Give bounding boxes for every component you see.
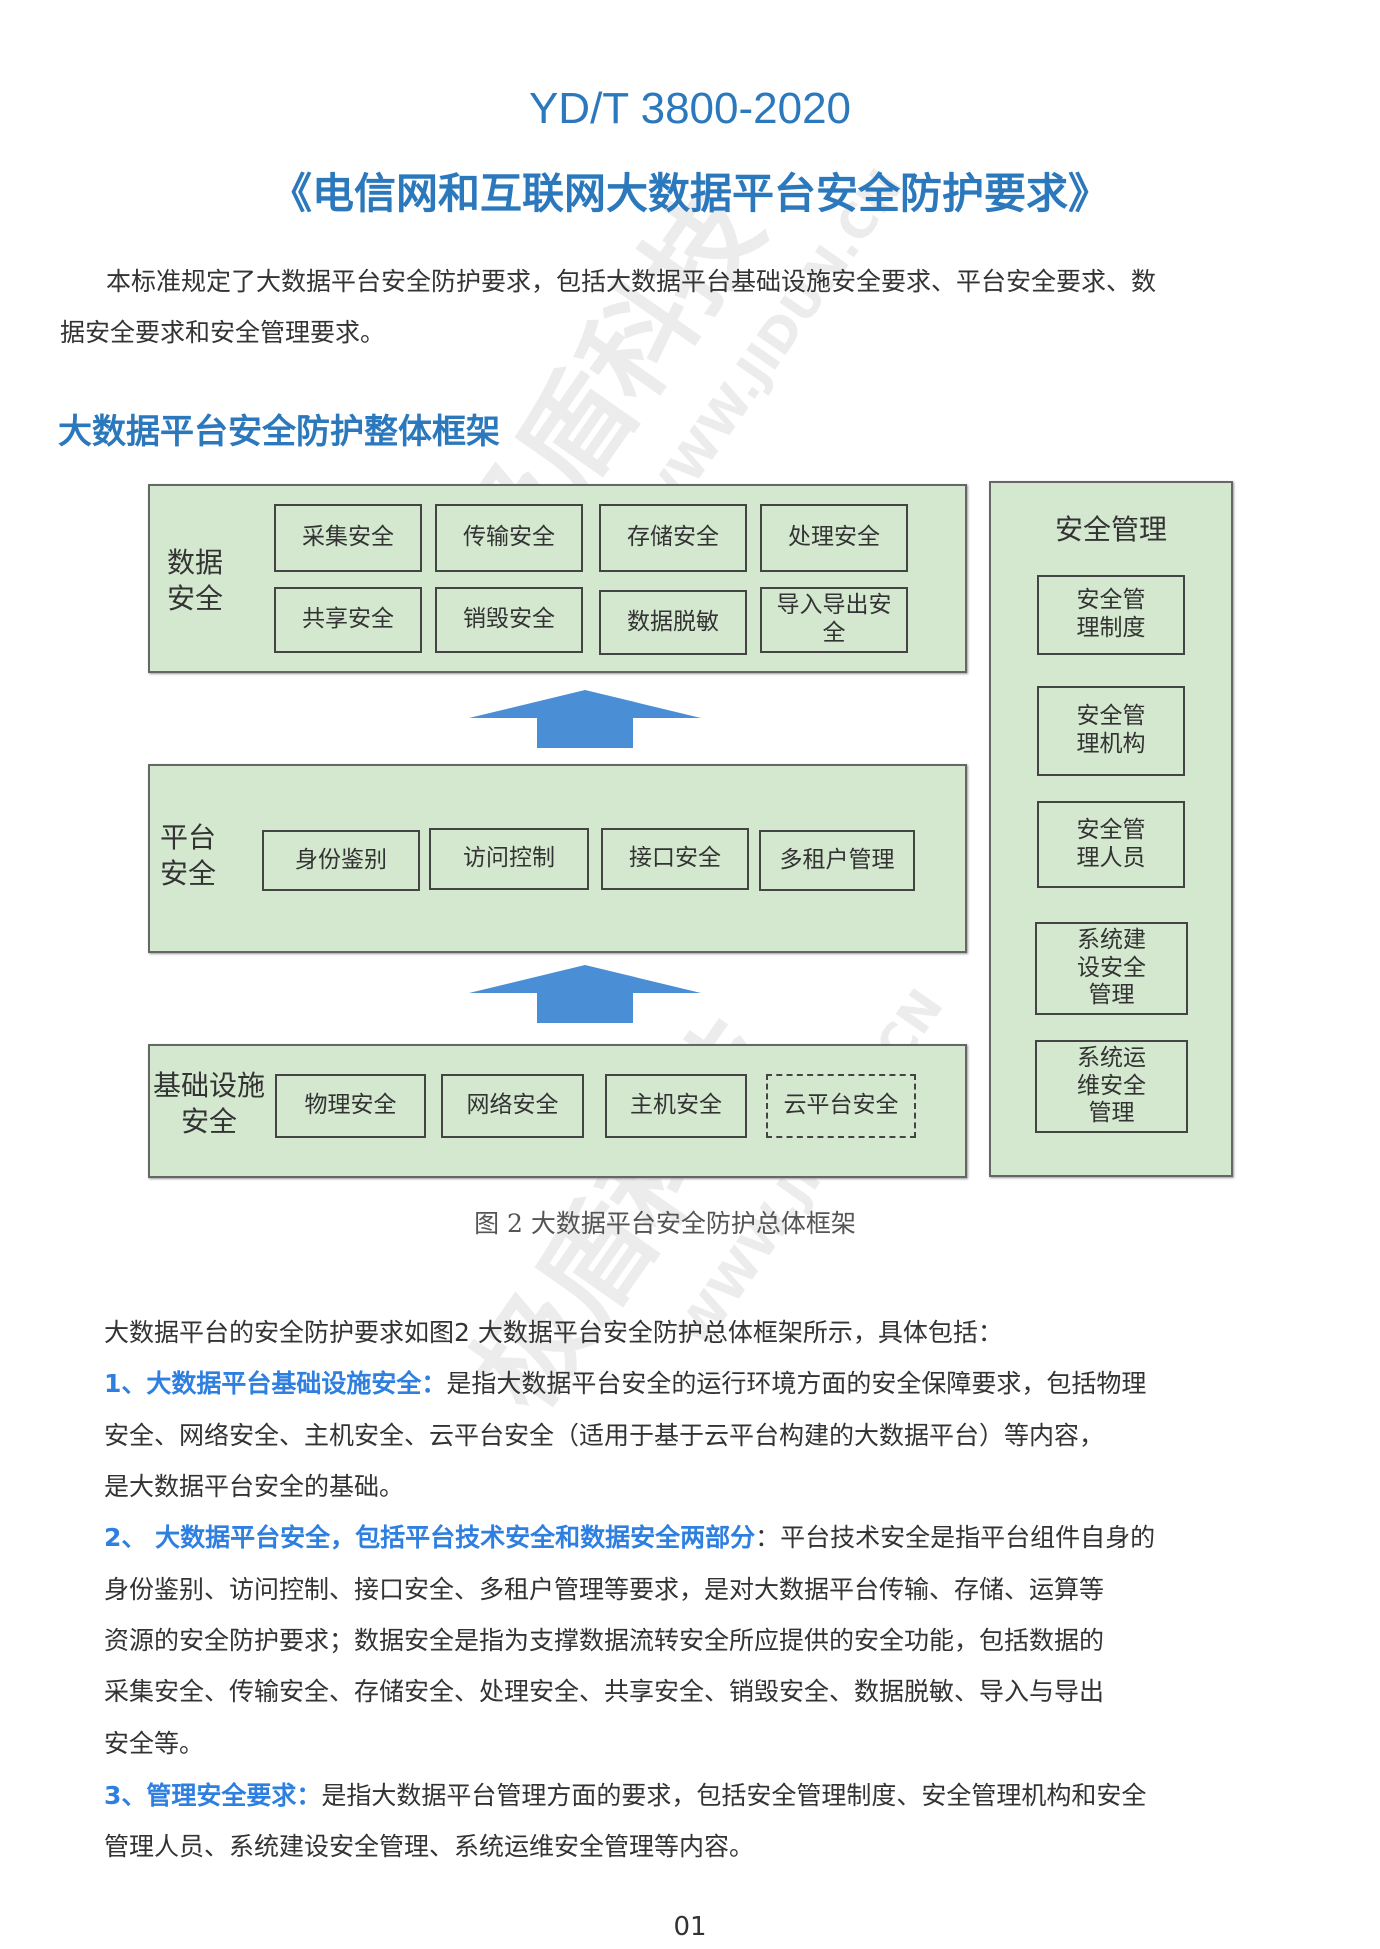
item-lead: 2、 大数据平台安全，包括平台技术安全和数据安全两部分	[104, 1523, 756, 1552]
security-management-label: 安全管理	[1054, 513, 1167, 546]
diagram-item: 导入导出安全	[760, 587, 908, 653]
label-text: 基础设施安全	[152, 1069, 265, 1139]
platform-security-label: 平台安全	[158, 820, 218, 893]
infrastructure-security-label: 基础设施安全	[152, 1068, 266, 1141]
body-item-line: 2、 大数据平台安全，包括平台技术安全和数据安全两部分：平台技术安全是指平台组件…	[104, 1518, 1155, 1554]
data-security-label: 数据安全	[165, 545, 225, 618]
diagram-item: 共享安全	[274, 587, 422, 653]
label-text: 平台安全	[159, 821, 216, 891]
diagram-item: 传输安全	[435, 504, 583, 572]
intro-line: 据安全要求和安全管理要求。	[60, 318, 386, 347]
diagram-item: 身份鉴别	[262, 830, 420, 891]
diagram-item: 处理安全	[760, 504, 908, 572]
diagram-item: 销毁安全	[435, 587, 583, 653]
standard-code: YD/T 3800-2020	[528, 84, 852, 133]
diagram-item: 主机安全	[605, 1074, 747, 1138]
body-intro: 大数据平台的安全防护要求如图2 大数据平台安全防护总体框架所示，具体包括：	[104, 1318, 1003, 1347]
figure-caption: 图 2 大数据平台安全防护总体框架	[474, 1209, 856, 1238]
body-item-line: 采集安全、传输安全、存储安全、处理安全、共享安全、销毁安全、数据脱敏、导入与导出	[104, 1677, 1105, 1706]
diagram-item: 安全管理机构	[1037, 686, 1185, 776]
diagram-item: 接口安全	[601, 828, 749, 890]
intro-line: 本标准规定了大数据平台安全防护要求，包括大数据平台基础设施安全要求、平台安全要求…	[106, 267, 1157, 296]
body-item-line: 3、管理安全要求：是指大数据平台管理方面的要求，包括安全管理制度、安全管理机构和…	[104, 1776, 1146, 1812]
body-item-line: 安全、网络安全、主机安全、云平台安全（适用于基于云平台构建的大数据平台）等内容，	[104, 1421, 1105, 1450]
body-item-line: 身份鉴别、访问控制、接口安全、多租户管理等要求，是对大数据平台传输、存储、运算等	[104, 1575, 1105, 1604]
diagram-item: 存储安全	[599, 504, 747, 572]
item-lead: 1、大数据平台基础设施安全：	[104, 1369, 447, 1398]
item-lead: 3、管理安全要求：	[104, 1781, 322, 1810]
item-text: ：平台技术安全是指平台组件自身的	[755, 1523, 1156, 1552]
diagram-item: 网络安全	[441, 1074, 584, 1138]
diagram-item: 系统运维安全管理	[1035, 1040, 1188, 1133]
up-arrow-icon	[469, 965, 701, 1023]
diagram-item: 数据脱敏	[599, 590, 747, 655]
body-item-line: 安全等。	[104, 1729, 205, 1758]
body-item-line: 是大数据平台安全的基础。	[104, 1472, 405, 1501]
diagram-item: 采集安全	[274, 504, 422, 572]
diagram-item: 安全管理人员	[1037, 801, 1185, 888]
item-text: 是指大数据平台安全的运行环境方面的安全保障要求，包括物理	[446, 1369, 1147, 1398]
body-item-line: 资源的安全防护要求；数据安全是指为支撑数据流转安全所应提供的安全功能，包括数据的	[104, 1626, 1105, 1655]
diagram-item: 系统建设安全管理	[1035, 922, 1188, 1015]
diagram-item: 安全管理制度	[1037, 575, 1185, 655]
standard-title: 《电信网和互联网大数据平台安全防护要求》	[269, 169, 1110, 218]
body-item-line: 管理人员、系统建设安全管理、系统运维安全管理等内容。	[104, 1832, 755, 1861]
page-number: 01	[673, 1912, 707, 1942]
body-item-line: 1、大数据平台基础设施安全：是指大数据平台安全的运行环境方面的安全保障要求，包括…	[104, 1364, 1146, 1400]
item-text: 是指大数据平台管理方面的要求，包括安全管理制度、安全管理机构和安全	[321, 1781, 1147, 1810]
section-heading: 大数据平台安全防护整体框架	[58, 412, 500, 452]
up-arrow-icon	[469, 690, 701, 748]
diagram-item-optional: 云平台安全	[766, 1074, 916, 1138]
diagram-item: 多租户管理	[759, 830, 915, 891]
diagram-item: 访问控制	[429, 828, 589, 890]
label-text: 数据安全	[166, 546, 223, 616]
diagram-item: 物理安全	[275, 1074, 426, 1138]
